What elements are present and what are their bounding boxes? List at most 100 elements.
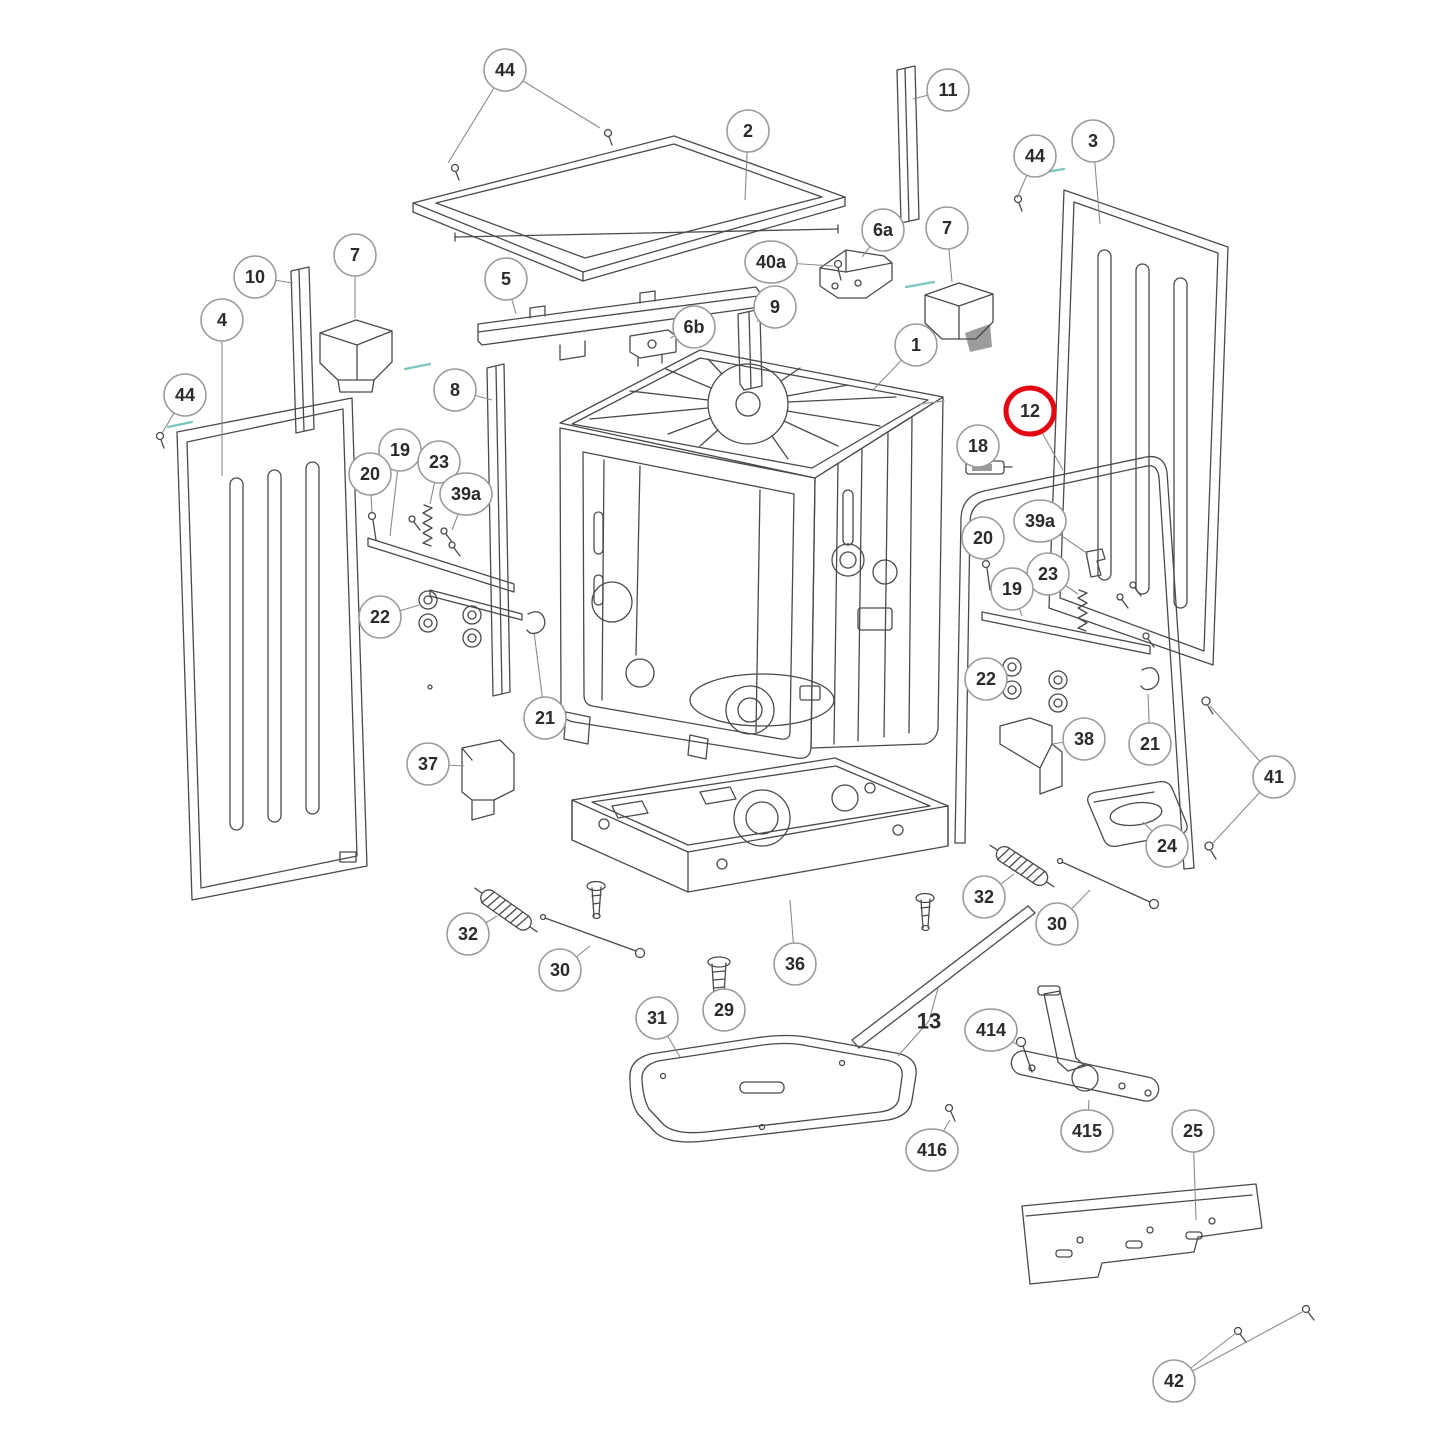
callout-22: 22 — [358, 595, 420, 639]
part-spring-23-left — [422, 504, 433, 547]
callout-7: 7 — [333, 233, 377, 318]
callout-30: 30 — [1035, 889, 1091, 946]
part-molding-19-right — [981, 611, 1151, 655]
callout-label: 9 — [770, 297, 780, 317]
callout-circle — [1071, 119, 1115, 163]
callout-414: 414 — [964, 1008, 1021, 1052]
part-side-panel-right — [1013, 189, 1229, 666]
part-rod-30-right — [1056, 857, 1160, 910]
callout-label: 18 — [968, 436, 988, 456]
part-bracket-39a-right — [1085, 548, 1155, 648]
part-top-rail — [477, 286, 761, 361]
part-tub — [427, 349, 944, 760]
part-duct-38 — [999, 717, 1063, 795]
callout-label: 13 — [917, 1009, 941, 1034]
callout-3: 3 — [1071, 119, 1115, 225]
part-corner-bracket-right — [924, 282, 994, 352]
part-bracket-6b — [629, 329, 677, 367]
part-bracket-6a — [819, 249, 893, 299]
callout-label: 20 — [973, 528, 993, 548]
callout-40a: 40a — [744, 240, 834, 284]
callout-13: 13 — [897, 987, 941, 1057]
callout-circle — [1171, 1109, 1215, 1153]
part-spring-32-right — [989, 844, 1055, 888]
callout-circle — [672, 305, 716, 349]
callout-12: 12 — [1003, 385, 1064, 471]
part-strip-10 — [290, 266, 315, 434]
part-duct-37 — [461, 739, 515, 821]
callout-label: 7 — [942, 218, 952, 238]
callout-11: 11 — [912, 68, 970, 112]
callout-label: 1 — [911, 335, 921, 355]
callout-label: 22 — [370, 607, 390, 627]
callout-circle — [925, 206, 969, 250]
callout-29: 29 — [702, 988, 746, 1032]
callout-label: 21 — [535, 708, 555, 728]
callout-circle — [753, 285, 797, 329]
callout-1: 1 — [871, 323, 938, 392]
callout-circle — [1062, 717, 1106, 761]
callout-label: 19 — [1002, 579, 1022, 599]
callout-circle — [538, 948, 582, 992]
callout-circle — [417, 440, 461, 484]
callout-circle — [894, 323, 938, 367]
callout-circle — [926, 68, 970, 112]
callout-circle — [433, 368, 477, 412]
callout-label: 3 — [1088, 131, 1098, 151]
callout-circle — [1252, 755, 1296, 799]
part-screws-42 — [1233, 1304, 1315, 1343]
part-rod-30-left — [539, 913, 646, 959]
callout-circle — [726, 109, 770, 153]
callout-label: 30 — [1047, 914, 1067, 934]
leader-line — [1173, 1310, 1305, 1382]
part-screws-41 — [1201, 696, 1217, 860]
part-screws-39a-left — [408, 515, 461, 557]
callout-21: 21 — [523, 631, 567, 740]
callout-6b: 6b — [669, 305, 716, 349]
callout-39a: 39a — [1013, 499, 1089, 555]
callout-30: 30 — [538, 945, 591, 992]
callout-32: 32 — [962, 873, 1015, 919]
callout-label: 414 — [976, 1020, 1006, 1040]
callout-label: 23 — [429, 452, 449, 472]
callout-label: 2 — [743, 121, 753, 141]
alignment-ticks — [166, 167, 1066, 429]
part-molding-19-left — [367, 537, 523, 621]
leader-line — [897, 1020, 930, 1057]
callout-circle — [905, 1128, 959, 1172]
callout-circle — [964, 1008, 1018, 1052]
callout-2: 2 — [726, 109, 770, 201]
callout-20: 20 — [348, 452, 392, 515]
part-screw-20-left — [367, 511, 377, 541]
callout-circle — [956, 424, 1000, 468]
line-art — [155, 65, 1315, 1343]
callout-44: 44 — [447, 48, 601, 164]
part-grommets-22-right — [1002, 657, 1068, 713]
part-trim-rod — [454, 224, 839, 242]
callout-label: 44 — [1025, 146, 1045, 166]
callout-circle — [773, 942, 817, 986]
callout-circle — [358, 595, 402, 639]
callout-25: 25 — [1171, 1109, 1215, 1221]
leader-line — [928, 987, 939, 1022]
callout-38: 38 — [1051, 717, 1106, 761]
callout-circle — [1013, 499, 1067, 543]
callout-label: 31 — [647, 1008, 667, 1028]
callout-circle — [1145, 824, 1189, 868]
part-grommets-22-left — [418, 590, 482, 648]
callout-label: 44 — [175, 385, 195, 405]
part-screw-20-right — [981, 559, 991, 591]
part-spring-32-left — [474, 887, 538, 933]
part-screw-40a — [833, 259, 843, 281]
callout-label: 30 — [550, 960, 570, 980]
callout-label: 39a — [1025, 511, 1056, 531]
callout-label: 32 — [458, 924, 478, 944]
part-tray-24 — [1087, 780, 1188, 848]
part-base-frame — [571, 757, 949, 932]
callout-8: 8 — [433, 368, 493, 412]
callout-19: 19 — [378, 428, 422, 537]
callout-circle — [1060, 1109, 1114, 1153]
callout-label: 8 — [450, 380, 460, 400]
callout-label: 12 — [1020, 401, 1040, 421]
part-clip-21-right — [1140, 667, 1160, 691]
